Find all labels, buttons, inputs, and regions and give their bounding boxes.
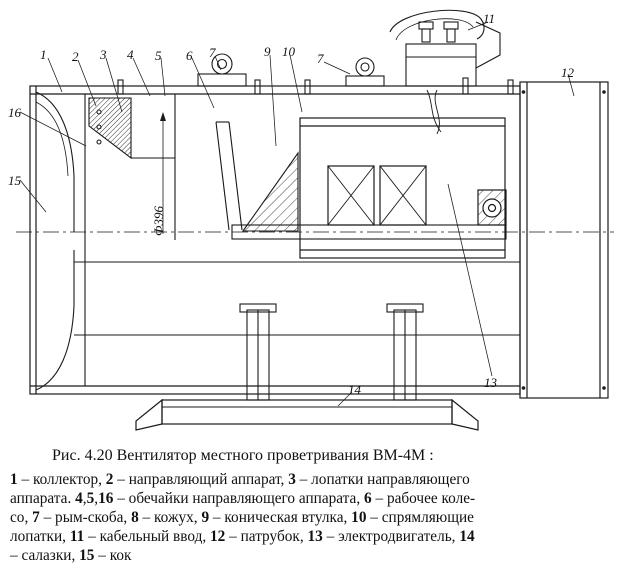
leader-lines — [19, 21, 575, 407]
lifting-eyes — [117, 53, 514, 95]
electric-motor — [299, 117, 507, 259]
callout-7: 7 — [317, 51, 324, 66]
legend-line: – салазки, 15 – кок — [10, 547, 132, 564]
guide-vane-assembly — [84, 94, 176, 386]
legend-line: 1 – коллектор, 2 – направляющий аппарат,… — [10, 471, 470, 488]
fan-cross-section-svg — [16, 9, 614, 431]
callout-10: 10 — [282, 44, 295, 59]
skid-base — [135, 398, 479, 431]
legend-line: аппарата. 4,5,16 – обечайки направляющег… — [10, 490, 476, 507]
legend-line: лопатки, 11 – кабельный ввод, 12 – патру… — [10, 528, 475, 545]
figure-caption-title: Рис. 4.20 Вентилятор местного проветрива… — [52, 447, 434, 464]
cable-entry — [389, 9, 501, 135]
impeller-and-hub — [215, 121, 507, 240]
dimension-arrow — [160, 112, 166, 234]
callout-14: 14 — [348, 382, 361, 397]
inlet-collector — [35, 91, 75, 391]
callout-11: 11 — [483, 11, 496, 26]
legend-line: со, 7 – рым-скоба, 8 – кожух, 9 – кониче… — [10, 509, 474, 526]
callout-6: 6 — [186, 48, 193, 63]
callout-3: 3 — [100, 47, 107, 62]
callout-4: 4 — [127, 47, 134, 62]
callout-2: 2 — [72, 49, 79, 64]
callout-16: 16 — [8, 105, 21, 120]
callout-7: 7 — [209, 45, 216, 60]
callout-15: 15 — [8, 173, 21, 188]
outlet-duct — [519, 81, 609, 399]
callout-Ф396: Ф396 — [151, 206, 166, 236]
callout-13: 13 — [484, 375, 497, 390]
callout-1: 1 — [40, 47, 47, 62]
figure-caption: Рис. 4.20 Вентилятор местного проветрива… — [0, 445, 619, 565]
callout-12: 12 — [561, 65, 574, 80]
callout-9: 9 — [264, 44, 271, 59]
callout-5: 5 — [155, 48, 162, 63]
figure-legend: 1 – коллектор, 2 – направляющий аппарат,… — [10, 470, 609, 565]
